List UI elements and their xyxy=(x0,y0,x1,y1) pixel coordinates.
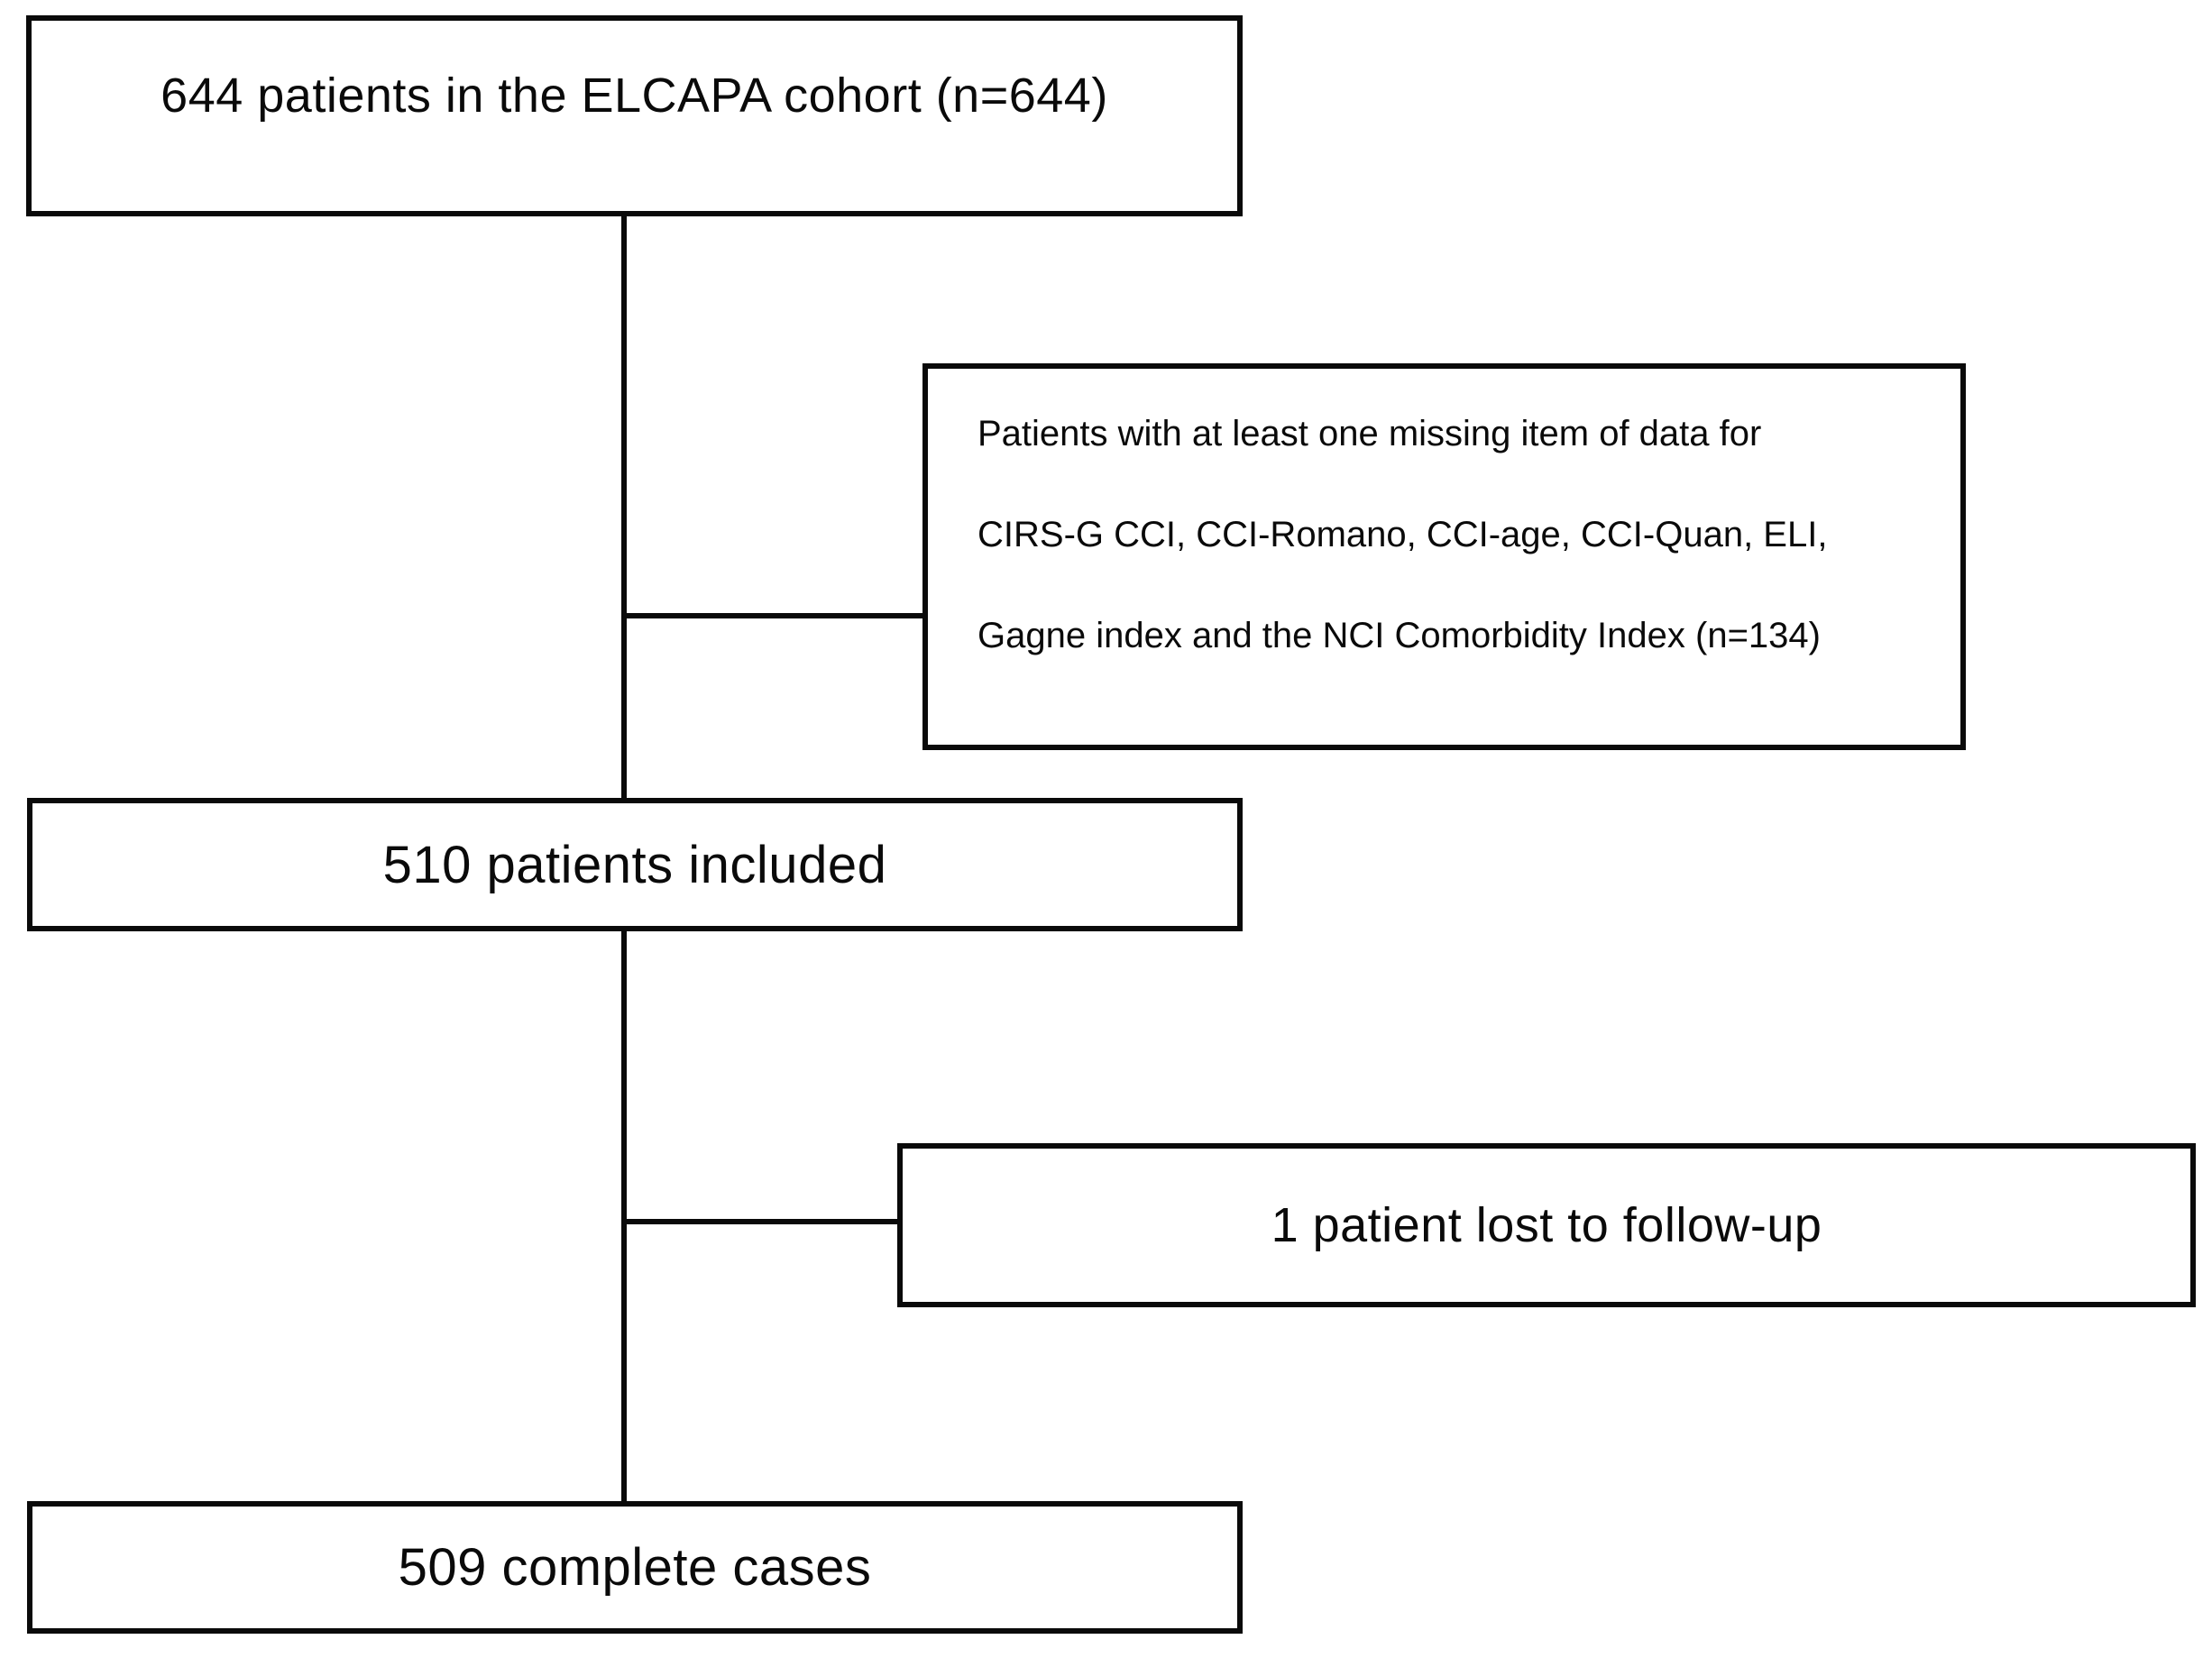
connector-vertical-top xyxy=(621,216,627,803)
excluded-missing-data-box: Patients with at least one missing item … xyxy=(922,363,1966,750)
complete-cases-box-text: 509 complete cases xyxy=(398,1538,872,1597)
excluded-missing-line-2: CIRS-G CCI, CCI-Romano, CCI-age, CCI-Qua… xyxy=(978,515,1828,554)
connector-horizontal-excluded xyxy=(624,613,925,618)
lost-followup-box: 1 patient lost to follow-up xyxy=(897,1143,2196,1307)
connector-horizontal-lost xyxy=(624,1219,900,1224)
lost-followup-box-text: 1 patient lost to follow-up xyxy=(1271,1198,1822,1252)
excluded-missing-line-3: Gagne index and the NCI Comorbidity Inde… xyxy=(978,616,1821,655)
complete-cases-box: 509 complete cases xyxy=(27,1501,1243,1634)
excluded-missing-line-1: Patients with at least one missing item … xyxy=(978,414,1762,453)
cohort-box: 644 patients in the ELCAPA cohort (n=644… xyxy=(26,15,1243,216)
cohort-box-text: 644 patients in the ELCAPA cohort (n=644… xyxy=(161,69,1108,123)
included-box: 510 patients included xyxy=(27,798,1243,931)
included-box-text: 510 patients included xyxy=(382,835,887,894)
